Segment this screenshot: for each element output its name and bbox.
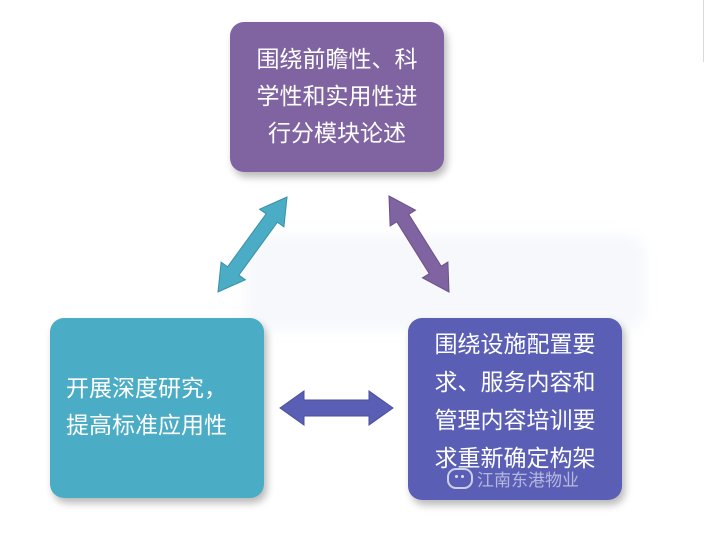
edge-divider	[703, 0, 704, 62]
box-right-framework: 围绕设施配置要 求、服务内容和 管理内容培训要 求重新确定构架	[408, 318, 622, 500]
arrow-top-right	[388, 195, 450, 293]
arrow-bottom	[279, 390, 394, 426]
box-left-text: 开展深度研究， 提高标准应用性	[66, 376, 227, 439]
watermark: 江南东港物业	[447, 466, 579, 491]
watermark-text: 江南东港物业	[477, 471, 579, 491]
box-right-text: 围绕设施配置要 求、服务内容和 管理内容培训要 求重新确定构架	[434, 332, 596, 472]
box-top-text: 围绕前瞻性、科 学性和实用性进 行分模块论述	[256, 46, 418, 147]
box-top-modules: 围绕前瞻性、科 学性和实用性进 行分模块论述	[230, 22, 444, 172]
wechat-icon	[447, 468, 473, 489]
box-left-research: 开展深度研究， 提高标准应用性	[50, 318, 264, 498]
arrow-top-left	[217, 196, 288, 293]
